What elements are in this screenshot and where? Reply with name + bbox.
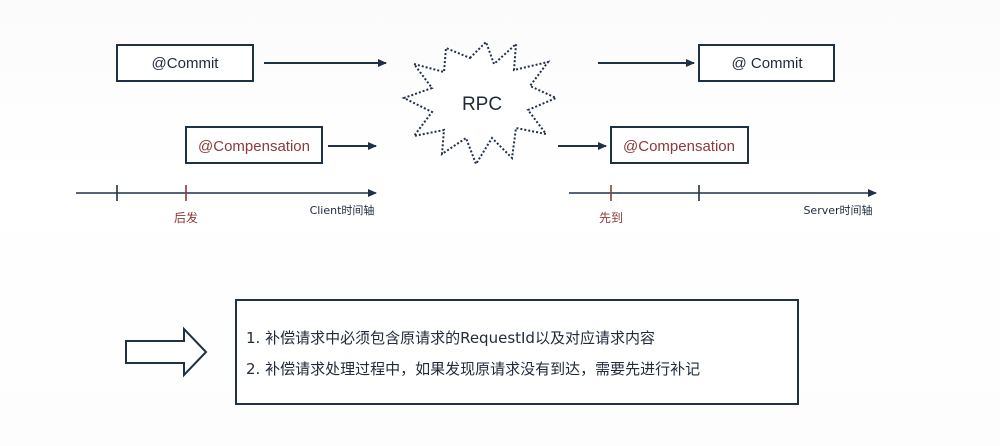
server-commit-box: @ Commit — [698, 44, 835, 82]
client-commit-box: @Commit — [116, 44, 254, 82]
rpc-label: RPC — [462, 94, 502, 115]
server-commit-label: @ Commit — [731, 55, 803, 72]
right-arrow-outline-icon — [125, 326, 208, 378]
client-compensation-label: @Compensation — [198, 138, 310, 155]
server-compensation-box: @Compensation — [610, 126, 749, 164]
notes-box: 1. 补偿请求中必须包含原请求的RequestId以及对应请求内容 2. 补偿请… — [235, 299, 799, 405]
server-early-label: 先到 — [599, 211, 623, 225]
client-commit-label: @Commit — [152, 55, 220, 72]
server-axis-label: Server时间轴 — [803, 203, 872, 217]
client-late-label: 后发 — [174, 210, 198, 225]
client-axis-label: Client时间轴 — [310, 203, 375, 217]
notes-item-1: 1. 补偿请求中必须包含原请求的RequestId以及对应请求内容 — [246, 329, 655, 347]
explosion-burst-icon — [401, 40, 559, 167]
notes-item-2: 2. 补偿请求处理过程中，如果发现原请求没有到达，需要先进行补记 — [246, 360, 700, 378]
server-compensation-label: @Compensation — [623, 138, 735, 155]
client-compensation-box: @Compensation — [185, 126, 323, 164]
rpc-burst: RPC — [401, 40, 559, 167]
